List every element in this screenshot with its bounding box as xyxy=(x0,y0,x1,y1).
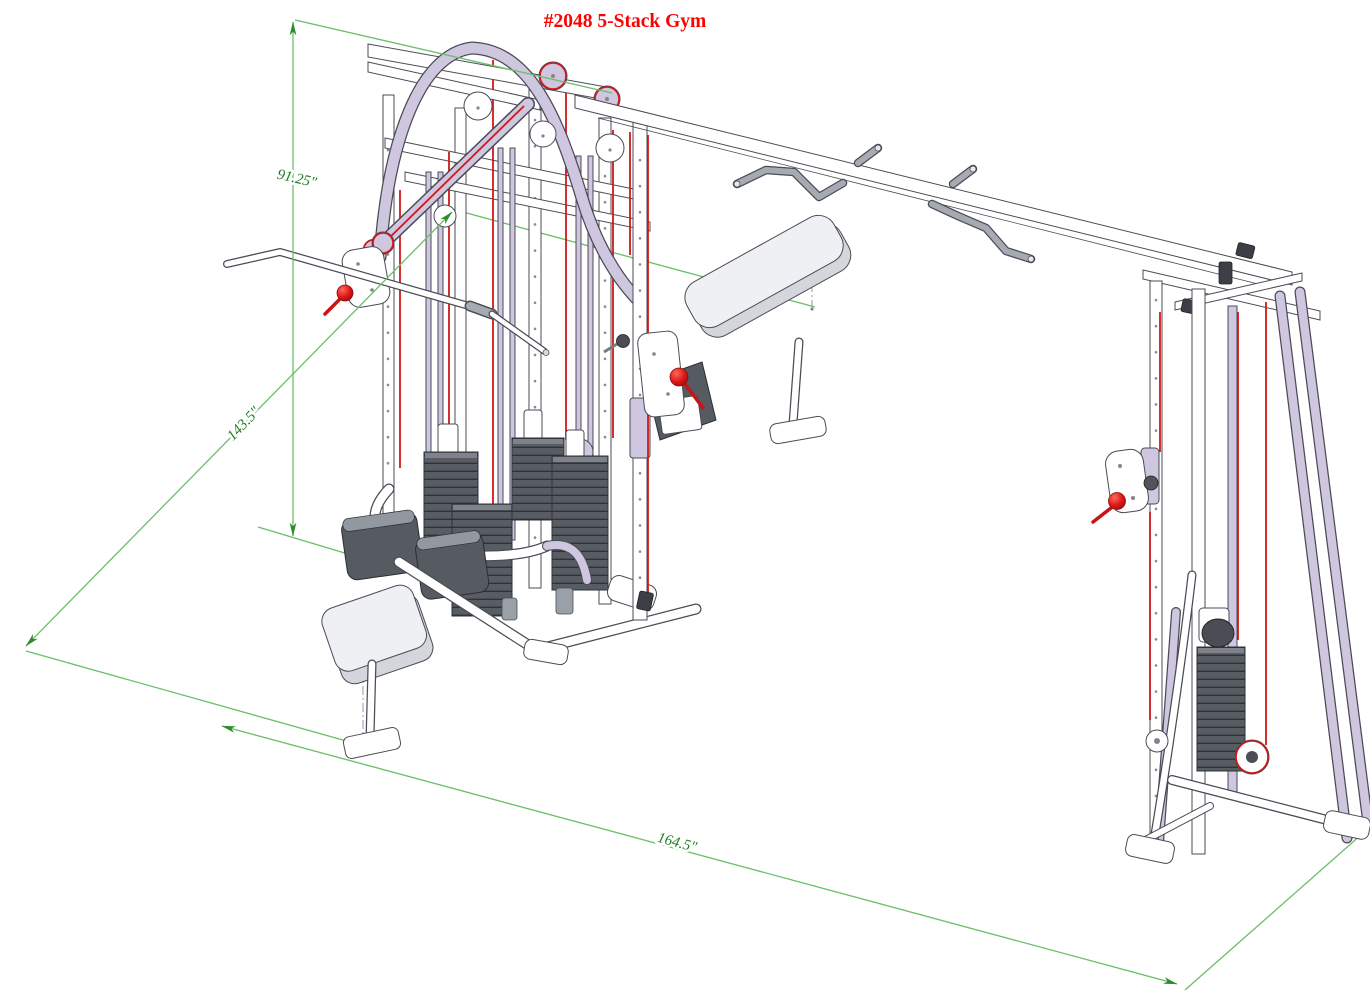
cable-anchor xyxy=(636,590,654,612)
tower-cables xyxy=(1149,302,1267,745)
selector-tab xyxy=(523,409,543,441)
stack-bumper xyxy=(555,587,574,615)
selector-tab xyxy=(565,429,585,459)
end-cap xyxy=(1218,261,1233,285)
adjustment-knob xyxy=(616,334,630,348)
right-cable-tower xyxy=(1091,242,1370,864)
guide-disc xyxy=(463,91,493,121)
slider-bracket xyxy=(629,397,651,459)
a-frame-leg xyxy=(1295,287,1370,829)
foot-plate xyxy=(523,638,569,666)
bench-assembly xyxy=(603,214,852,445)
foot-plate xyxy=(1125,834,1175,864)
corner-extension-line xyxy=(25,650,351,743)
seat-foot xyxy=(342,727,402,759)
selector-pin-ball xyxy=(336,284,354,302)
chinup-peg xyxy=(950,166,976,187)
a-frame-leg xyxy=(1275,291,1352,843)
chinup-handle xyxy=(929,201,1034,262)
stack-top-pulley xyxy=(1201,618,1235,648)
selector-pin-ball xyxy=(669,367,689,387)
bench-foot xyxy=(769,415,827,445)
width-dimension-label: 164.5" xyxy=(656,830,700,856)
guide-disc xyxy=(529,120,557,148)
bench-pad xyxy=(684,214,844,329)
end-cap xyxy=(1235,242,1256,259)
selector-pin-ball xyxy=(1108,492,1126,510)
width-right-extension-line xyxy=(1184,833,1363,991)
seat-assembly xyxy=(321,584,434,759)
stack-bumper xyxy=(501,597,518,621)
chinup-crossbar xyxy=(574,94,1293,286)
top-bracket-cross xyxy=(1174,272,1303,311)
guide-disc xyxy=(433,204,457,228)
chinup-handles xyxy=(732,143,1036,264)
bar-ferrule xyxy=(466,302,496,318)
lat-tower-arch xyxy=(373,41,649,311)
pulley-carriage xyxy=(1091,447,1160,524)
depth-dimension-line xyxy=(25,211,453,647)
chinup-handle xyxy=(734,167,846,200)
height-top-extension-line xyxy=(294,19,613,94)
height-dimension-label: 91.25" xyxy=(275,167,318,192)
guide-disc xyxy=(595,133,625,163)
chinup-peg xyxy=(855,145,881,166)
width-dimension: 164.5" xyxy=(221,725,1178,985)
crossbar-beam xyxy=(574,94,1293,286)
selector-tab xyxy=(437,423,459,455)
top-beam-rear xyxy=(367,61,541,111)
adjustment-knob xyxy=(1143,475,1159,491)
width-dimension-line xyxy=(221,725,1178,985)
foot-plate xyxy=(1323,810,1370,840)
drawing-title: #2048 5-Stack Gym xyxy=(544,11,707,32)
